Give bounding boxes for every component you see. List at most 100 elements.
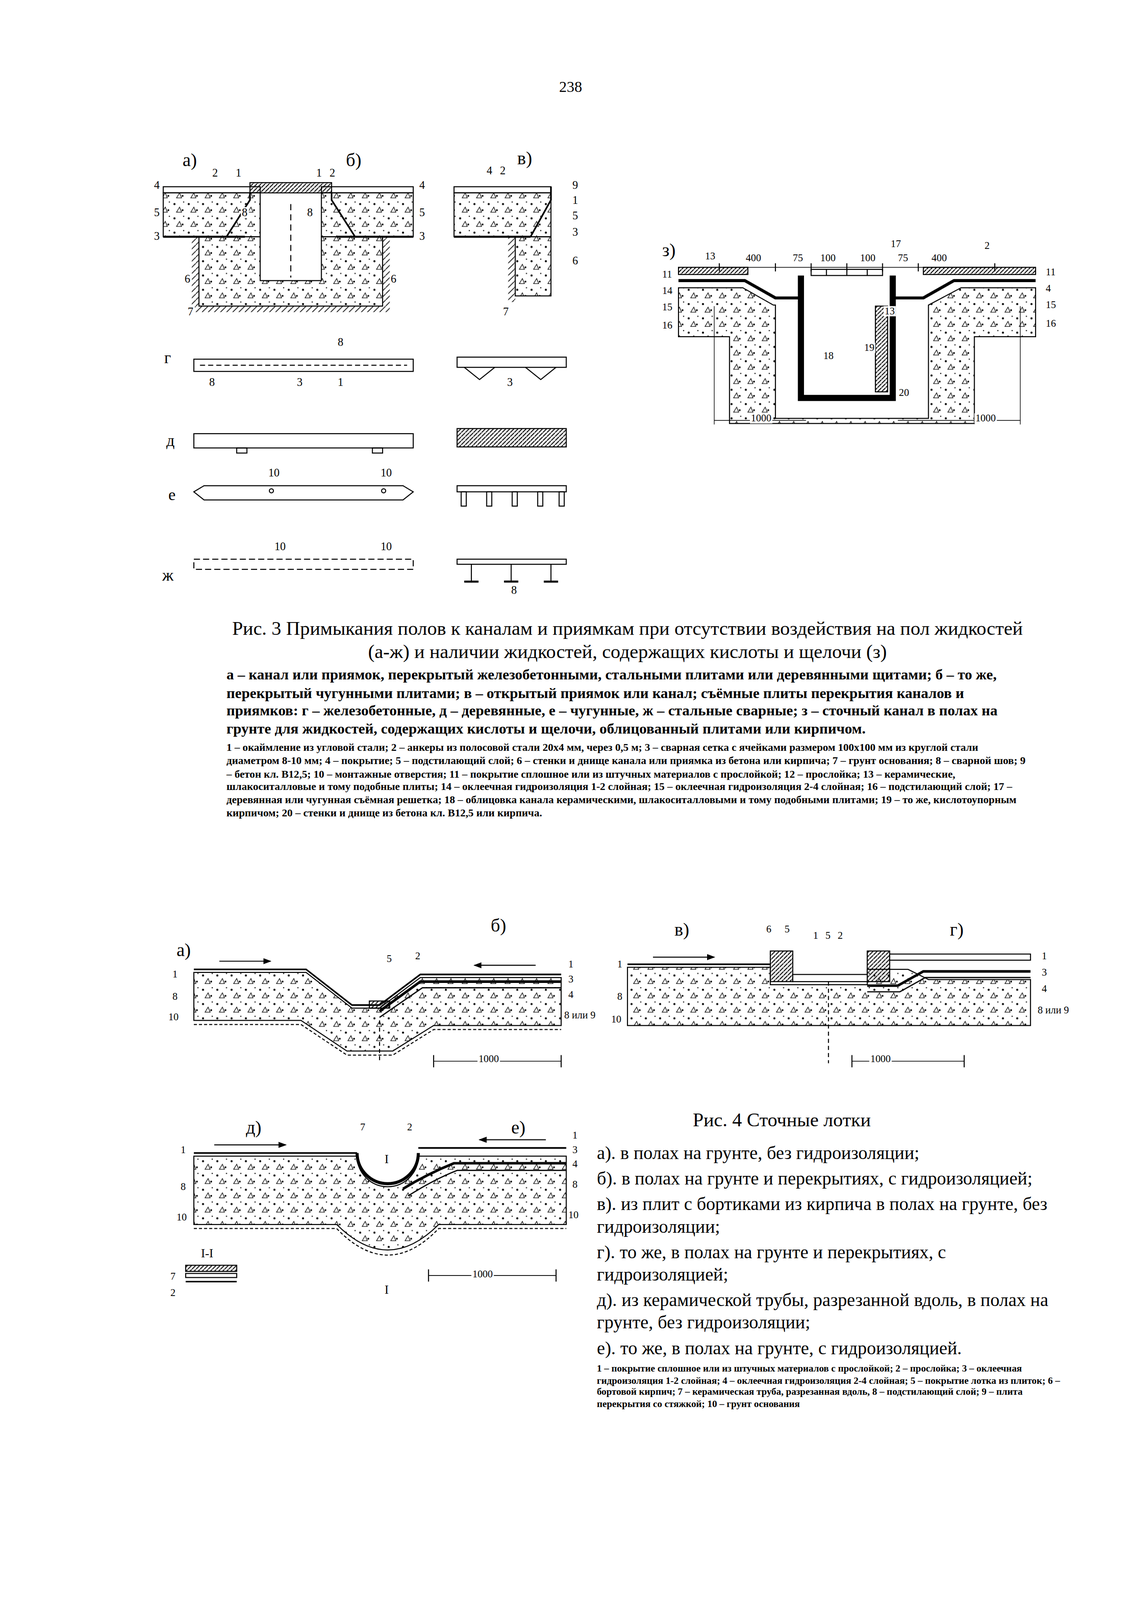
fig3-z-section <box>774 263 776 272</box>
fig3-z-section <box>892 280 1036 299</box>
callout-number: 1 <box>616 959 624 970</box>
fig4-vg-section <box>851 1055 853 1068</box>
callout-number: 5 <box>571 210 580 222</box>
fig3-z-section <box>994 263 996 272</box>
removable-plates <box>537 491 543 506</box>
fig4-vg-section <box>652 956 715 958</box>
callout-number: 3 <box>295 376 304 388</box>
fig4-vg-section <box>627 950 1031 1068</box>
fig3-v-section <box>454 235 531 238</box>
fig3-z-section <box>917 263 919 272</box>
fig4-ab-section <box>193 960 562 1068</box>
removable-plates <box>486 491 492 506</box>
fig4-ab-section <box>433 1055 435 1068</box>
fig3-z-section <box>719 267 995 269</box>
callout-number: 14 <box>661 285 674 296</box>
fig3-ab-section <box>198 306 383 313</box>
callout-number: 1 <box>812 930 820 941</box>
fig4-de-section <box>185 1273 237 1278</box>
dimension: 100 <box>859 252 877 264</box>
fig3-z-section <box>897 419 1021 421</box>
fig3-z-section <box>678 267 748 275</box>
callout-number: 4 <box>571 1158 579 1169</box>
fig4-vg-section <box>867 971 1031 986</box>
view-letter: б) <box>344 151 363 170</box>
callout-number: 4 <box>485 165 494 177</box>
callout-number: 1 <box>234 167 243 179</box>
callout-number: 6 <box>765 924 773 935</box>
fig3-v-section <box>508 236 516 303</box>
fig4-vg-section <box>627 967 1031 1026</box>
removable-plates <box>559 491 565 506</box>
callout-number: 3 <box>418 230 426 243</box>
fig4-de-section <box>185 1264 237 1271</box>
fig3-ab-section <box>163 182 414 313</box>
removable-plates <box>457 485 567 492</box>
callout-number: 8 <box>207 376 216 388</box>
removable-plates <box>381 488 386 493</box>
fig4-de-section <box>193 1156 567 1250</box>
callout-number: 5 <box>385 954 394 965</box>
callout-number: 2 <box>414 950 422 961</box>
list-item: е). то же, в полах на грунте, с гидроизо… <box>596 1337 1077 1361</box>
callout-number: 3 <box>1040 967 1048 978</box>
callout-number: 5 <box>152 207 161 219</box>
fig4-ab-section <box>379 981 562 1012</box>
fig4-de-section <box>185 1280 237 1283</box>
callout-number: 10 <box>175 1212 188 1223</box>
page-number: 238 <box>558 79 584 96</box>
removable-plates <box>512 491 518 506</box>
removable-plates <box>457 428 567 447</box>
fig3-z-section <box>810 263 812 272</box>
callout-number: 3 <box>571 226 580 238</box>
dimension: 1000 <box>477 1053 500 1064</box>
callout-number: 9 <box>571 179 580 192</box>
callout-number: 16 <box>661 320 674 331</box>
view-letter: е <box>167 486 177 504</box>
callout-number: 8 <box>510 584 518 597</box>
removable-plates <box>504 580 519 583</box>
callout-number: 8 <box>171 991 179 1002</box>
fig4-de-section <box>418 1147 567 1149</box>
fig4-de-section <box>193 1152 358 1154</box>
view-letter: г) <box>948 920 965 939</box>
callout-number: 3 <box>571 1144 579 1155</box>
fig3-ab-section <box>163 235 245 238</box>
legend-note: 1 – покрытие сплошное или из штучных мат… <box>596 1363 1067 1411</box>
list-item: а). в полах на грунте, без гидроизоляции… <box>596 1142 1077 1165</box>
callout-number: 5 <box>783 924 791 935</box>
callout-number: 2 <box>211 167 219 179</box>
fig4-vg-section <box>851 1060 965 1062</box>
fig3-z-section <box>1020 306 1021 425</box>
fig3-v-section <box>515 236 551 296</box>
callout-number: 8 <box>179 1181 188 1192</box>
figure-caption: Рис. 4 Сточные лотки <box>691 1110 872 1130</box>
callout-number: 6 <box>571 255 580 267</box>
callout-number: 10 <box>273 540 287 552</box>
fig4-ab-section <box>193 972 562 1052</box>
removable-plates <box>464 580 479 583</box>
callout-number: 4 <box>567 989 575 1000</box>
callout-number: 1 <box>171 969 179 980</box>
fig3-ab-section <box>290 203 292 278</box>
fig4-ab-section <box>379 987 562 1018</box>
view-letter: а) <box>175 940 193 959</box>
removable-plates <box>457 357 567 368</box>
callout-number: 10 <box>567 1209 580 1220</box>
callout-number: 7 <box>501 306 510 318</box>
fig4-vg-section <box>627 963 771 966</box>
fig3-ab-section <box>321 186 414 193</box>
callout-number: 19 <box>863 342 876 353</box>
removable-plates <box>461 491 467 506</box>
list-item: г). то же, в полах на грунте и перекрыти… <box>596 1241 1077 1287</box>
callout-number: 6 <box>389 273 398 285</box>
callout-number: 1 <box>315 167 324 179</box>
fig4-de-section <box>193 1228 567 1255</box>
callout-number: 4 <box>1044 283 1053 294</box>
callout-number: 11 <box>661 269 673 280</box>
callout-number: 8 <box>240 207 249 219</box>
callout-number: 8 <box>571 1179 579 1190</box>
fig4-vg-section <box>770 950 793 982</box>
list-item: в). из плит с бортиками из кирпича в пол… <box>596 1193 1077 1239</box>
